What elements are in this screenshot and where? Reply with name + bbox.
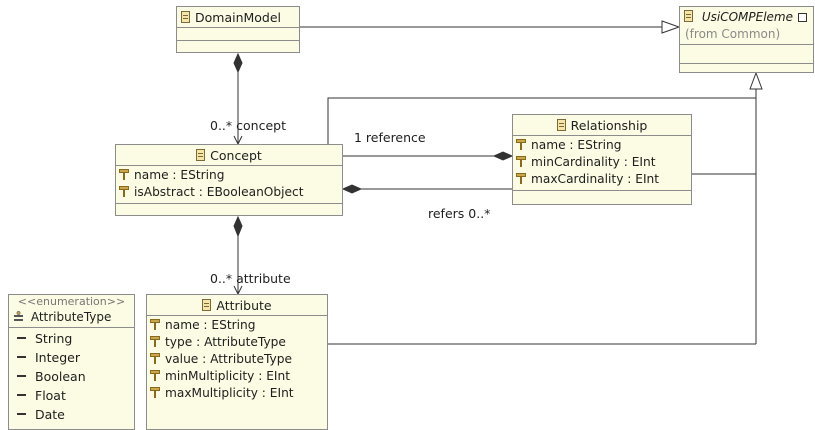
attribute-row[interactable]: name : EString [150,317,327,334]
attribute-row[interactable]: name : EString [119,167,342,184]
enum-header: AttributeType [9,309,134,328]
composition-diamond-attribute [233,215,243,238]
enum-literal[interactable]: Integer [9,348,134,367]
enumeration-icon [13,310,24,321]
generalization-arrow-trunk [749,71,763,90]
attribute-row[interactable]: maxCardinality : EInt [516,171,691,188]
edge-concept-generalization [327,97,756,144]
attribute-row[interactable]: minCardinality : EInt [516,154,691,171]
attribute-label: name : EString [531,138,622,152]
attribute-icon [150,319,160,330]
enum-literal-label: Boolean [35,369,86,384]
class-attribute-attributes: name : EString type : AttributeType valu… [147,316,327,404]
attribute-icon [150,336,160,347]
attribute-label: minMultiplicity : EInt [165,369,291,383]
literal-dash-icon [17,413,26,415]
class-concept-attributes: name : EString isAbstract : EBooleanObje… [116,166,342,203]
enum-literal-label: Float [35,388,66,403]
attribute-label: maxCardinality : EInt [531,172,660,186]
class-domainmodel-operations [177,40,299,41]
class-concept[interactable]: Concept name : EString isAbstract : EBoo… [115,144,343,216]
class-icon [196,149,206,161]
class-relationship[interactable]: Relationship name : EString minCardinali… [512,114,692,205]
enum-literal-label: String [35,331,73,346]
attribute-icon [150,387,160,398]
edge-label-attribute: 0..* attribute [210,271,291,286]
composition-diamond-concept [233,52,243,74]
class-usicompelement[interactable]: UsiCOMPEleme (from Common) [679,6,814,73]
enum-stereotype: <<enumeration>> [17,295,126,308]
class-relationship-attributes: name : EString minCardinality : EInt max… [513,136,691,190]
class-usicompelement-operations [680,63,813,64]
class-usicompelement-attributes [680,45,813,63]
class-domainmodel[interactable]: DomainModel [176,6,300,53]
attribute-label: name : EString [134,168,225,182]
external-link-icon [797,13,807,22]
edge-label-refers: refers 0..* [428,206,491,221]
enum-literal-label: Date [35,407,65,422]
enum-literal[interactable]: Boolean [9,367,134,386]
enum-literal[interactable]: String [9,329,134,348]
attribute-row[interactable]: value : AttributeType [150,351,327,368]
composition-diamond-reference [492,151,514,161]
class-usicompelement-origin: (from Common) [685,27,781,41]
class-domainmodel-attributes [177,28,299,40]
attribute-label: maxMultiplicity : EInt [165,386,294,400]
class-relationship-name: Relationship [570,117,648,133]
attribute-label: type : AttributeType [165,335,286,349]
class-attribute[interactable]: Attribute name : EString type : Attribut… [146,294,328,430]
enum-literal[interactable]: Date [9,405,134,424]
attribute-icon [516,173,526,184]
literal-dash-icon [17,356,26,358]
class-concept-name: Concept [210,147,262,163]
class-concept-operations [116,203,342,204]
class-icon [684,10,693,22]
class-icon [556,119,566,131]
class-domainmodel-header: DomainModel [177,7,299,28]
attribute-icon [516,156,526,167]
edge-label-concept: 0..* concept [210,118,286,133]
attribute-row[interactable]: type : AttributeType [150,334,327,351]
attribute-row[interactable]: minMultiplicity : EInt [150,368,327,385]
class-attribute-header: Attribute [147,295,327,316]
enum-literal[interactable]: Float [9,386,134,405]
literal-dash-icon [17,375,26,377]
attribute-label: value : AttributeType [165,352,292,366]
class-icon [181,11,190,23]
enum-literal-label: Integer [35,350,80,365]
class-relationship-header: Relationship [513,115,691,136]
class-attribute-name: Attribute [216,297,272,313]
attribute-label: minCardinality : EInt [531,155,656,169]
attribute-icon [516,139,526,150]
class-relationship-operations [513,190,691,191]
attribute-icon [119,169,129,180]
class-concept-header: Concept [116,145,342,166]
generalization-arrow-domainmodel [661,20,681,34]
attribute-icon [150,353,160,364]
composition-diamond-refers [341,184,363,194]
attribute-row[interactable]: maxMultiplicity : EInt [150,385,327,402]
attribute-icon [119,186,129,197]
enum-literals: String Integer Boolean Float Date [9,328,134,424]
class-icon [202,299,212,311]
attribute-icon [150,370,160,381]
enum-attributetype[interactable]: <<enumeration>> AttributeType String Int… [8,294,135,430]
attribute-label: isAbstract : EBooleanObject [134,185,304,199]
class-usicompelement-name: UsiCOMPEleme [701,10,793,24]
edge-label-reference: 1 reference [354,130,426,145]
literal-dash-icon [17,394,26,396]
class-usicompelement-header: UsiCOMPEleme (from Common) [680,7,813,45]
attribute-row[interactable]: isAbstract : EBooleanObject [119,184,342,201]
class-domainmodel-name: DomainModel [195,9,282,25]
attribute-row[interactable]: name : EString [516,137,691,154]
enum-name: AttributeType [30,310,112,324]
literal-dash-icon [17,337,26,339]
attribute-label: name : EString [165,318,256,332]
